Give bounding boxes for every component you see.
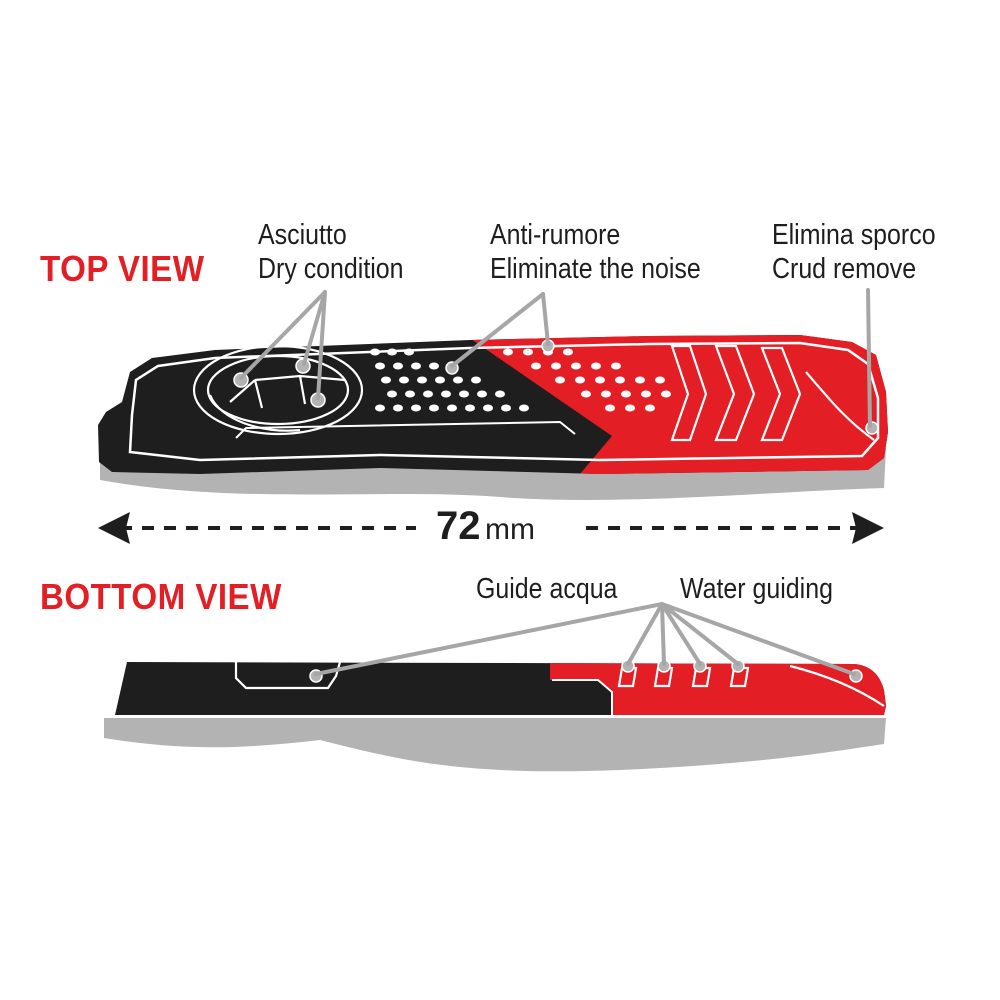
callout-water-guiding: Water guiding bbox=[680, 573, 833, 605]
callout-anti-noise-line1: Anti-rumore bbox=[490, 219, 621, 251]
callout-dry-condition-line1: Asciutto bbox=[258, 219, 347, 251]
top-pad-red-half bbox=[458, 335, 888, 474]
top-view-title: TOP VIEW bbox=[40, 248, 205, 289]
dry-condition-pattern bbox=[192, 344, 364, 436]
bottom-view-title: BOTTOM VIEW bbox=[40, 576, 282, 617]
dimension-label: 72 mm bbox=[436, 504, 535, 549]
bottom-pad-base bbox=[104, 718, 886, 772]
bottom-callout-dots bbox=[309, 659, 863, 683]
dimension-value: 72 bbox=[436, 504, 481, 548]
top-leader-lines bbox=[239, 288, 872, 428]
dimension-unit: mm bbox=[484, 513, 535, 546]
callout-crud-remove-line2: Crud remove bbox=[772, 253, 917, 285]
noise-holes-black bbox=[370, 348, 529, 412]
top-pad-slot bbox=[235, 420, 576, 439]
chevron-grooves bbox=[670, 344, 802, 442]
dimension-arrow bbox=[98, 512, 884, 544]
callout-dry-condition-line2: Dry condition bbox=[258, 253, 404, 285]
bottom-pad bbox=[104, 659, 886, 772]
bottom-pad-step bbox=[552, 679, 613, 715]
arrowhead-left-icon bbox=[98, 512, 130, 544]
callout-anti-noise: Anti-rumore Eliminate the noise bbox=[490, 218, 701, 286]
callout-crud-remove: Elimina sporco Crud remove bbox=[772, 218, 936, 286]
callout-guide-acqua: Guide acqua bbox=[476, 573, 618, 605]
top-pad bbox=[98, 335, 888, 500]
bottom-nose-curve bbox=[789, 664, 885, 707]
crud-remove-curve bbox=[805, 371, 875, 441]
callout-dry-condition: Asciutto Dry condition bbox=[258, 218, 404, 286]
callout-anti-noise-line2: Eliminate the noise bbox=[490, 253, 701, 285]
bottom-leader-lines bbox=[314, 602, 856, 676]
callout-crud-remove-line1: Elimina sporco bbox=[772, 219, 936, 251]
arrowhead-right-icon bbox=[852, 512, 884, 544]
bottom-pad-recess bbox=[234, 661, 342, 690]
noise-holes-red bbox=[503, 348, 671, 412]
